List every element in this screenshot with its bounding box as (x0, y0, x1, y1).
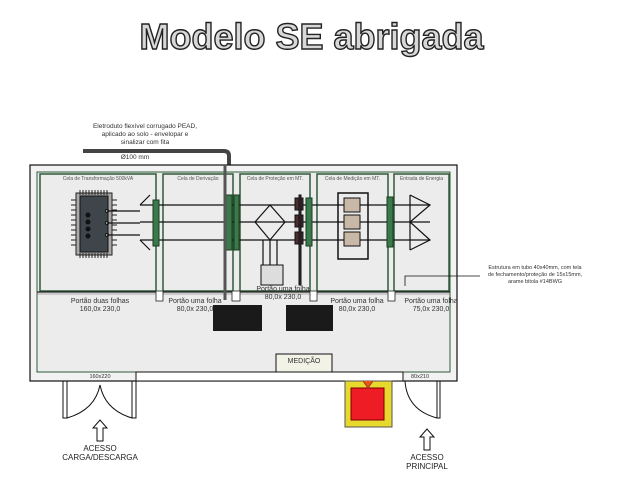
gate-name: Portão uma folha (404, 298, 458, 305)
conduit-note-line: aplicado ao solo - envelopar e (101, 131, 189, 138)
gate-name: Portão uma folha (256, 286, 310, 293)
protection-switch (294, 194, 304, 286)
meter-box-inner (350, 387, 385, 421)
busbars (107, 194, 432, 282)
arrow-up-icon (418, 428, 436, 451)
gate-size: 75,0x 230,0 (412, 306, 450, 313)
structure-note-line: de fechamento/proteção de 15x15mm, (487, 272, 583, 278)
gate-name: Portão duas folhas (70, 298, 130, 305)
protection-breaker (260, 264, 284, 286)
access-line: ACESSO (83, 444, 117, 453)
panel-right (286, 305, 333, 331)
arrow-up-icon (91, 419, 109, 442)
page-title: Modelo SE abrigada (139, 15, 484, 57)
panel-left (213, 305, 262, 331)
gate-size: 80,0x 230,0 (264, 294, 302, 301)
measurement-room-label: MEDIÇÃO (287, 358, 321, 365)
gate-name: Portão uma folha (168, 298, 222, 305)
conduit-diameter: Ø100 mm (120, 154, 150, 161)
wall-bushings (152, 194, 394, 251)
cell-label: Cela de Medição em MT. (324, 176, 381, 182)
door-size: 160x220 (89, 374, 111, 380)
access-line: PRINCIPAL (406, 462, 448, 471)
cell-label: Entrada de Energia (399, 176, 444, 182)
conduit-note-line: Eletroduto flexível corrugado PEAD, (92, 123, 198, 130)
gate-size: 80,0x 230,0 (338, 306, 376, 313)
cell-label: Cela de Derivação (177, 176, 219, 182)
door-size: 80x210 (410, 374, 430, 380)
meter-transformers (337, 192, 369, 260)
access-line: ACESSO (410, 453, 444, 462)
gate-name: Portão uma folha (330, 298, 384, 305)
structure-note-line: Estrutura em tubo 40x40mm, com tela (488, 265, 582, 271)
door-right (404, 380, 441, 419)
door-left (62, 381, 137, 419)
conduit-pipe (83, 149, 231, 166)
cell-label: Cela de Proteção em MT. (246, 176, 304, 182)
access-line: CARGA/DESCARGA (62, 453, 138, 462)
gate-size: 80,0x 230,0 (176, 306, 214, 313)
gate-size: 160,0x 230,0 (79, 306, 121, 313)
transformer (71, 190, 117, 258)
structure-note-line: arame bitola #14BWG (507, 279, 563, 285)
structure-note: Estrutura em tubo 40x40mm, com tela de f… (470, 265, 600, 286)
conduit-note: Eletroduto flexível corrugado PEAD, apli… (60, 123, 230, 147)
cell-derivation (162, 173, 234, 292)
conduit-note-line: sinalizar com fita (120, 139, 170, 146)
cell-label: Cela de Transformação 500kVA (62, 176, 134, 182)
